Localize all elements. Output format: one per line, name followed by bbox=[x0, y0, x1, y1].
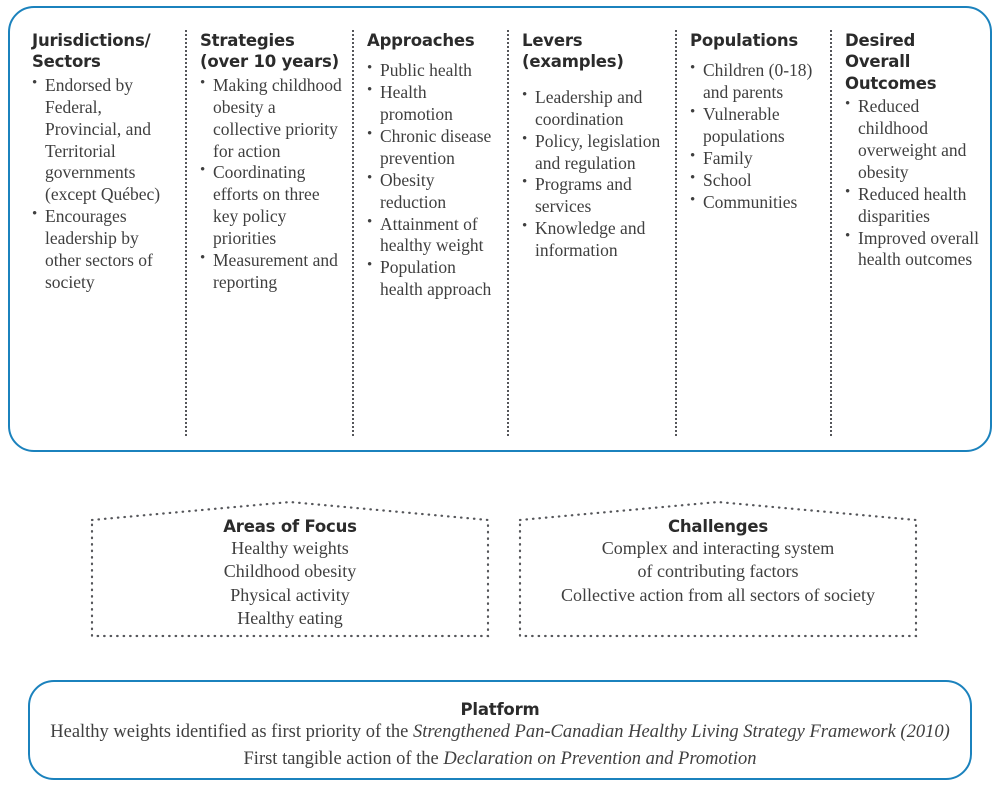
column-desired-overall-outcomes: Desired Overall Outcomes Reduced childho… bbox=[845, 30, 980, 271]
list-item: Population health approach bbox=[367, 256, 499, 301]
challenges-box: Challenges Complex and interacting syste… bbox=[518, 500, 918, 638]
platform-line-1-italic: Strengthened Pan-Canadian Healthy Living… bbox=[412, 722, 950, 742]
list-item: Coordinating efforts on three key policy… bbox=[200, 161, 342, 250]
column-divider-2 bbox=[352, 30, 354, 436]
list-item: Policy, legislation and regulation bbox=[522, 130, 672, 175]
areas-of-focus-title: Areas of Focus bbox=[223, 517, 357, 536]
list-item: Communities bbox=[690, 191, 830, 214]
house-outline-shape bbox=[518, 500, 918, 638]
column-item-list: Children (0-18) and parents Vulnerable p… bbox=[690, 59, 830, 214]
column-strategies: Strategies (over 10 years) Making childh… bbox=[200, 30, 342, 294]
column-approaches: Approaches Public health Health promotio… bbox=[367, 30, 499, 301]
column-jurisdictions-sectors: Jurisdictions/ Sectors Endorsed by Feder… bbox=[32, 30, 177, 294]
list-item: Public health bbox=[367, 59, 499, 82]
column-populations: Populations Children (0-18) and parents … bbox=[690, 30, 830, 214]
areas-of-focus-line: Childhood obesity bbox=[223, 561, 357, 582]
list-item: School bbox=[690, 169, 830, 192]
column-divider-3 bbox=[507, 30, 509, 436]
house-outline-shape bbox=[90, 500, 490, 638]
list-item: Making childhood obesity a collective pr… bbox=[200, 74, 342, 163]
list-item: Attainment of healthy weight bbox=[367, 213, 499, 258]
list-item: Reduced childhood overweight and obesity bbox=[845, 95, 980, 184]
column-item-list: Leadership and coordination Policy, legi… bbox=[522, 86, 672, 262]
platform-line-2: First tangible action of the Declaration… bbox=[30, 746, 970, 773]
platform-line-2-prefix: First tangible action of the bbox=[243, 748, 444, 769]
platform-line-1-prefix: Healthy weights identified as first prio… bbox=[50, 722, 413, 742]
column-item-list: Reduced childhood overweight and obesity… bbox=[845, 95, 980, 272]
areas-of-focus-line: Physical activity bbox=[230, 584, 350, 605]
list-item: Leadership and coordination bbox=[522, 86, 672, 131]
areas-of-focus-box: Areas of Focus Healthy weights Childhood… bbox=[90, 500, 490, 638]
areas-of-focus-line: Healthy eating bbox=[237, 608, 343, 629]
column-divider-5 bbox=[830, 30, 832, 436]
list-item: Knowledge and information bbox=[522, 217, 672, 262]
column-title: Jurisdictions/ Sectors bbox=[32, 31, 151, 72]
platform-panel: Platform Healthy weights identified as f… bbox=[28, 680, 972, 780]
list-item: Family bbox=[690, 147, 830, 170]
areas-of-focus-line: Healthy weights bbox=[231, 538, 349, 558]
list-item: Chronic disease prevention bbox=[367, 125, 499, 170]
challenges-line: of contributing factors bbox=[637, 561, 799, 582]
column-title: Strategies (over 10 years) bbox=[200, 31, 339, 72]
challenges-content: Challenges Complex and interacting syste… bbox=[518, 517, 918, 607]
column-title: Approaches bbox=[367, 31, 475, 50]
list-item: Children (0-18) and parents bbox=[690, 59, 830, 104]
column-title: Levers (examples) bbox=[522, 31, 624, 72]
platform-line-1: Healthy weights identified as first prio… bbox=[30, 719, 970, 746]
strategy-overview-panel: Jurisdictions/ Sectors Endorsed by Feder… bbox=[8, 6, 992, 452]
list-item: Vulnerable populations bbox=[690, 103, 830, 148]
challenges-title: Challenges bbox=[667, 517, 769, 536]
column-title: Desired Overall Outcomes bbox=[845, 31, 937, 93]
challenges-line: Complex and interacting system bbox=[601, 538, 835, 558]
list-item: Encourages leadership by other sectors o… bbox=[32, 205, 177, 294]
list-item: Health promotion bbox=[367, 81, 499, 126]
column-item-list: Endorsed by Federal, Provincial, and Ter… bbox=[32, 74, 177, 294]
column-item-list: Public health Health promotion Chronic d… bbox=[367, 59, 499, 301]
list-item: Measurement and reporting bbox=[200, 249, 342, 294]
column-divider-4 bbox=[675, 30, 677, 436]
areas-of-focus-content: Areas of Focus Healthy weights Childhood… bbox=[90, 517, 490, 631]
challenges-line: Collective action from all sectors of so… bbox=[561, 584, 875, 605]
platform-title: Platform bbox=[460, 700, 540, 719]
list-item: Endorsed by Federal, Provincial, and Ter… bbox=[32, 74, 177, 206]
column-levers: Levers (examples) Leadership and coordin… bbox=[522, 30, 672, 262]
column-divider-1 bbox=[185, 30, 187, 436]
list-item: Programs and services bbox=[522, 173, 672, 218]
platform-line-2-italic: Declaration on Prevention and Promotion bbox=[443, 748, 757, 769]
column-item-list: Making childhood obesity a collective pr… bbox=[200, 74, 342, 294]
list-item: Obesity reduction bbox=[367, 169, 499, 214]
list-item: Improved overall health outcomes bbox=[845, 227, 980, 272]
column-title: Populations bbox=[690, 31, 799, 50]
list-item: Reduced health disparities bbox=[845, 183, 980, 228]
